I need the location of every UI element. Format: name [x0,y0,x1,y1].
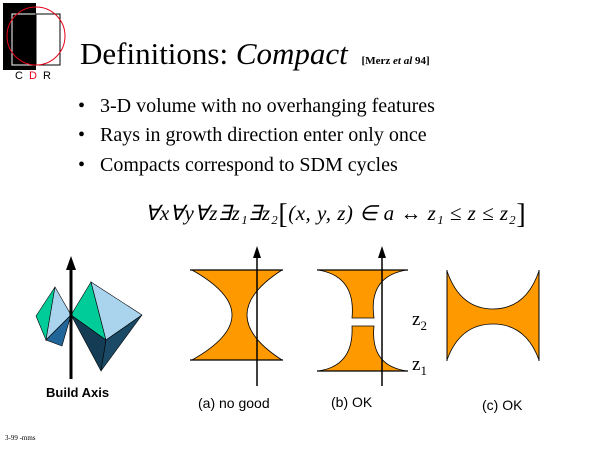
compact-formula: ∀x∀y∀z∃z₁∃z₂[(x, y, z) ∈ a ↔ z₁ ≤ z ≤ z₂… [145,199,526,231]
title-main: Definitions: [80,36,229,71]
z1-letter: z [412,354,421,375]
shape-a-no-good [190,246,284,386]
citation-open: [Merz [361,55,393,67]
title-italic: Compact [235,36,348,71]
bullet-glyph: • [78,95,86,117]
cdr-logo [3,3,66,70]
logo-letter-d: D [29,70,37,82]
footer-text: 3-99 -mms [5,434,36,442]
bullet-text: 3-D volume with no overhanging features [100,95,435,117]
bullet-glyph: • [78,154,86,176]
z1-label: z1 [412,354,427,379]
shape-c-ok [446,270,540,361]
bullet-text: Compacts correspond to SDM cycles [100,154,398,176]
citation: [Merz et al 94] [362,55,430,67]
label-c: (c) OK [482,397,523,413]
logo-letter-c: C [15,70,23,82]
bullet-item: • Compacts correspond to SDM cycles [78,154,398,177]
formula-bracket-close: ] [516,199,527,230]
label-b: (b) OK [331,394,373,410]
bullet-text: Rays in growth direction enter only once [100,124,427,146]
formula-body: (x, y, z) ∈ a ↔ z₁ ≤ z ≤ z₂ [288,201,517,225]
z2-label: z2 [412,309,427,334]
z1-subscript: 1 [420,362,427,378]
build-axis-label: Build Axis [46,385,110,400]
bullet-glyph: • [78,124,86,146]
label-a: (a) no good [198,395,270,411]
citation-close: 94] [412,55,430,67]
build-axis-arrow [66,256,76,379]
bullet-item: • 3-D volume with no overhanging features [78,95,435,118]
bullet-item: • Rays in growth direction enter only onc… [78,124,427,147]
z2-subscript: 2 [420,317,427,333]
citation-italic: et al [393,55,413,67]
formula-bracket-open: [ [278,199,289,230]
formula-quantifiers: ∀x∀y∀z∃z₁∃z₂ [145,201,279,225]
shape-b-ok [317,246,408,386]
page-title: Definitions: Compact [Merz et al 94] [80,36,430,72]
logo-letter-r: R [43,70,51,82]
z2-letter: z [412,309,421,330]
polyhedron-figure [35,281,143,372]
